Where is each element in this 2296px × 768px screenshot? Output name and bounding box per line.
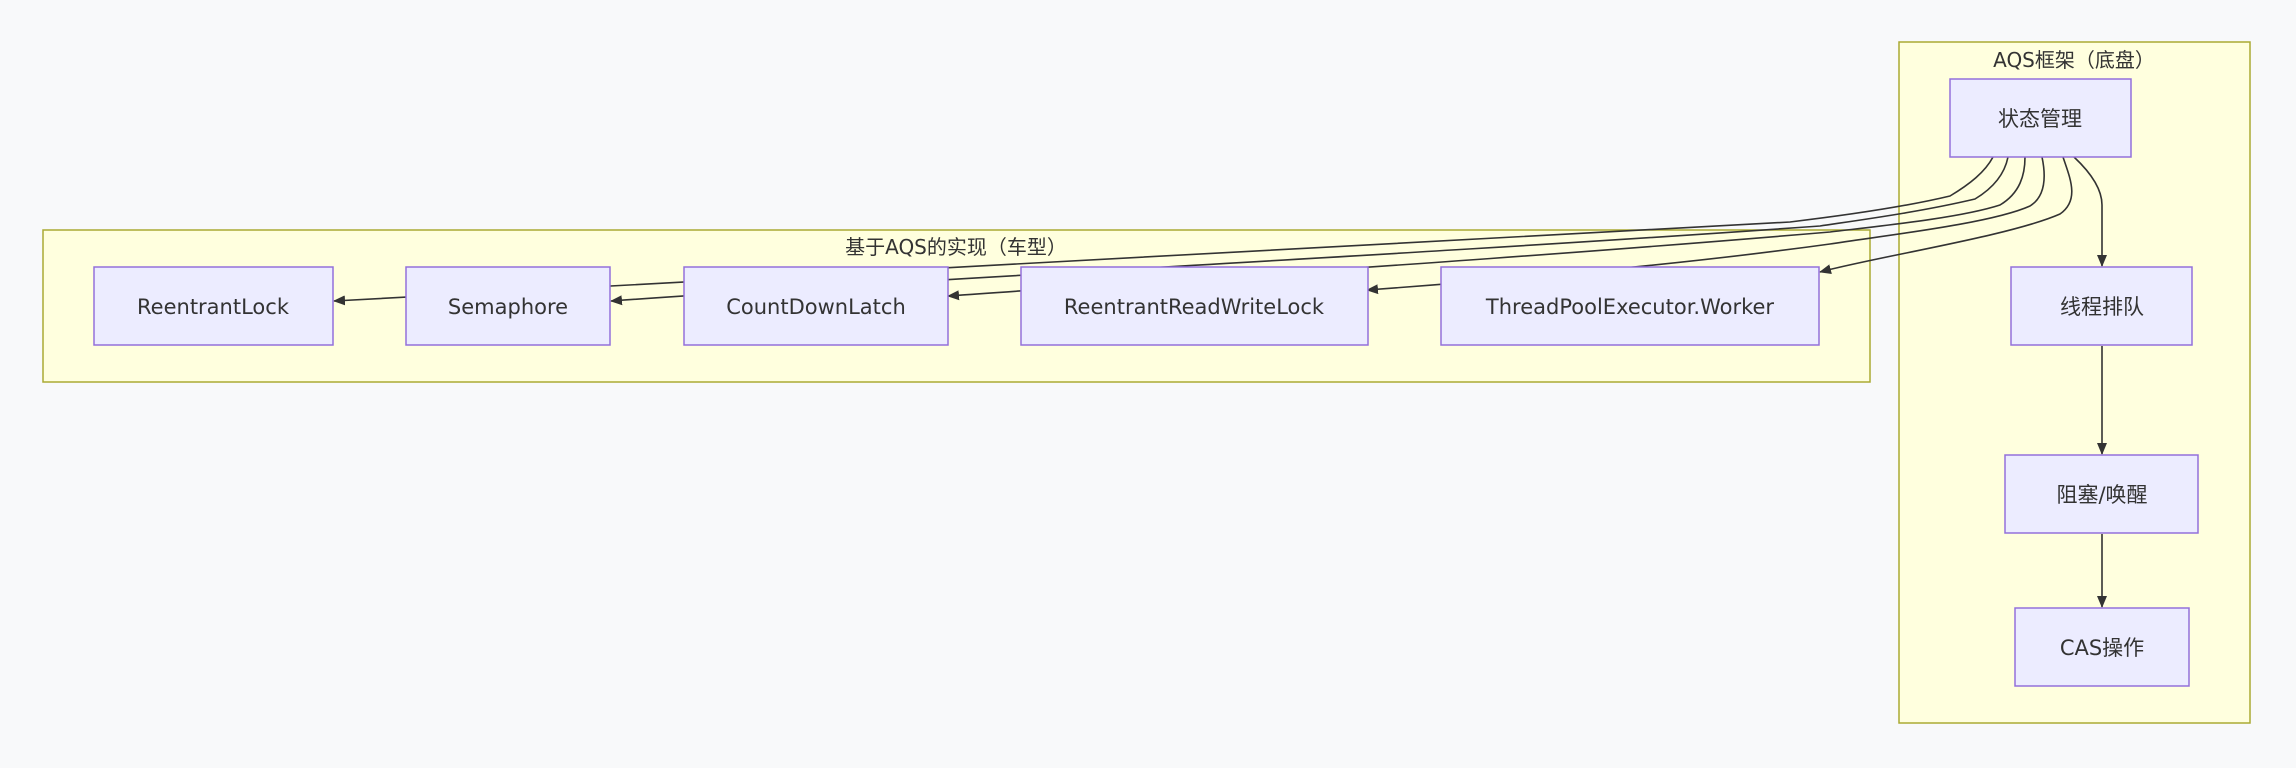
node-box-countdownlatch[interactable] <box>683 266 949 346</box>
node-threadpoolexecutor-worker[interactable]: ThreadPoolExecutor.Worker <box>1440 266 1820 346</box>
node-box-threadpoolexecutor-worker[interactable] <box>1440 266 1820 346</box>
node-label-threadpoolexecutor-worker: ThreadPoolExecutor.Worker <box>1485 295 1775 319</box>
node-semaphore[interactable]: Semaphore <box>405 266 611 346</box>
cluster-title-aqs-framework: AQS框架（底盘） <box>1993 48 2155 72</box>
node-box-reentrantreadwritelock[interactable] <box>1020 266 1369 346</box>
edge-state-to-tpe <box>1819 156 2073 274</box>
edge-state-to-reentrantlock <box>333 156 1994 306</box>
node-label-reentrantlock: ReentrantLock <box>137 295 290 319</box>
node-cas-operation[interactable]: CAS操作 <box>2014 607 2190 687</box>
node-state-management[interactable]: 状态管理 <box>1949 78 2132 158</box>
node-reentrantlock[interactable]: ReentrantLock <box>93 266 334 346</box>
node-label-block-wakeup: 阻塞/唤醒 <box>2056 483 2147 507</box>
node-reentrantreadwritelock[interactable]: ReentrantReadWriteLock <box>1020 266 1369 346</box>
node-box-cas-operation[interactable] <box>2014 607 2190 687</box>
node-box-state-management[interactable] <box>1949 78 2132 158</box>
node-label-reentrantreadwritelock: ReentrantReadWriteLock <box>1064 295 1325 319</box>
node-label-countdownlatch: CountDownLatch <box>726 295 906 319</box>
node-countdownlatch[interactable]: CountDownLatch <box>683 266 949 346</box>
node-label-semaphore: Semaphore <box>448 295 568 319</box>
node-label-cas-operation: CAS操作 <box>2060 636 2144 660</box>
edge-state-to-queue <box>2073 156 2107 267</box>
node-box-thread-queue[interactable] <box>2010 266 2193 346</box>
node-label-state-management: 状态管理 <box>1998 107 2082 131</box>
node-box-block-wakeup[interactable] <box>2004 454 2199 534</box>
node-label-thread-queue: 线程排队 <box>2060 295 2144 319</box>
cluster-title-implementations: 基于AQS的实现（车型） <box>845 235 1067 259</box>
node-box-reentrantlock[interactable] <box>93 266 334 346</box>
node-block-wakeup[interactable]: 阻塞/唤醒 <box>2004 454 2199 534</box>
node-thread-queue[interactable]: 线程排队 <box>2010 266 2193 346</box>
node-box-semaphore[interactable] <box>405 266 611 346</box>
